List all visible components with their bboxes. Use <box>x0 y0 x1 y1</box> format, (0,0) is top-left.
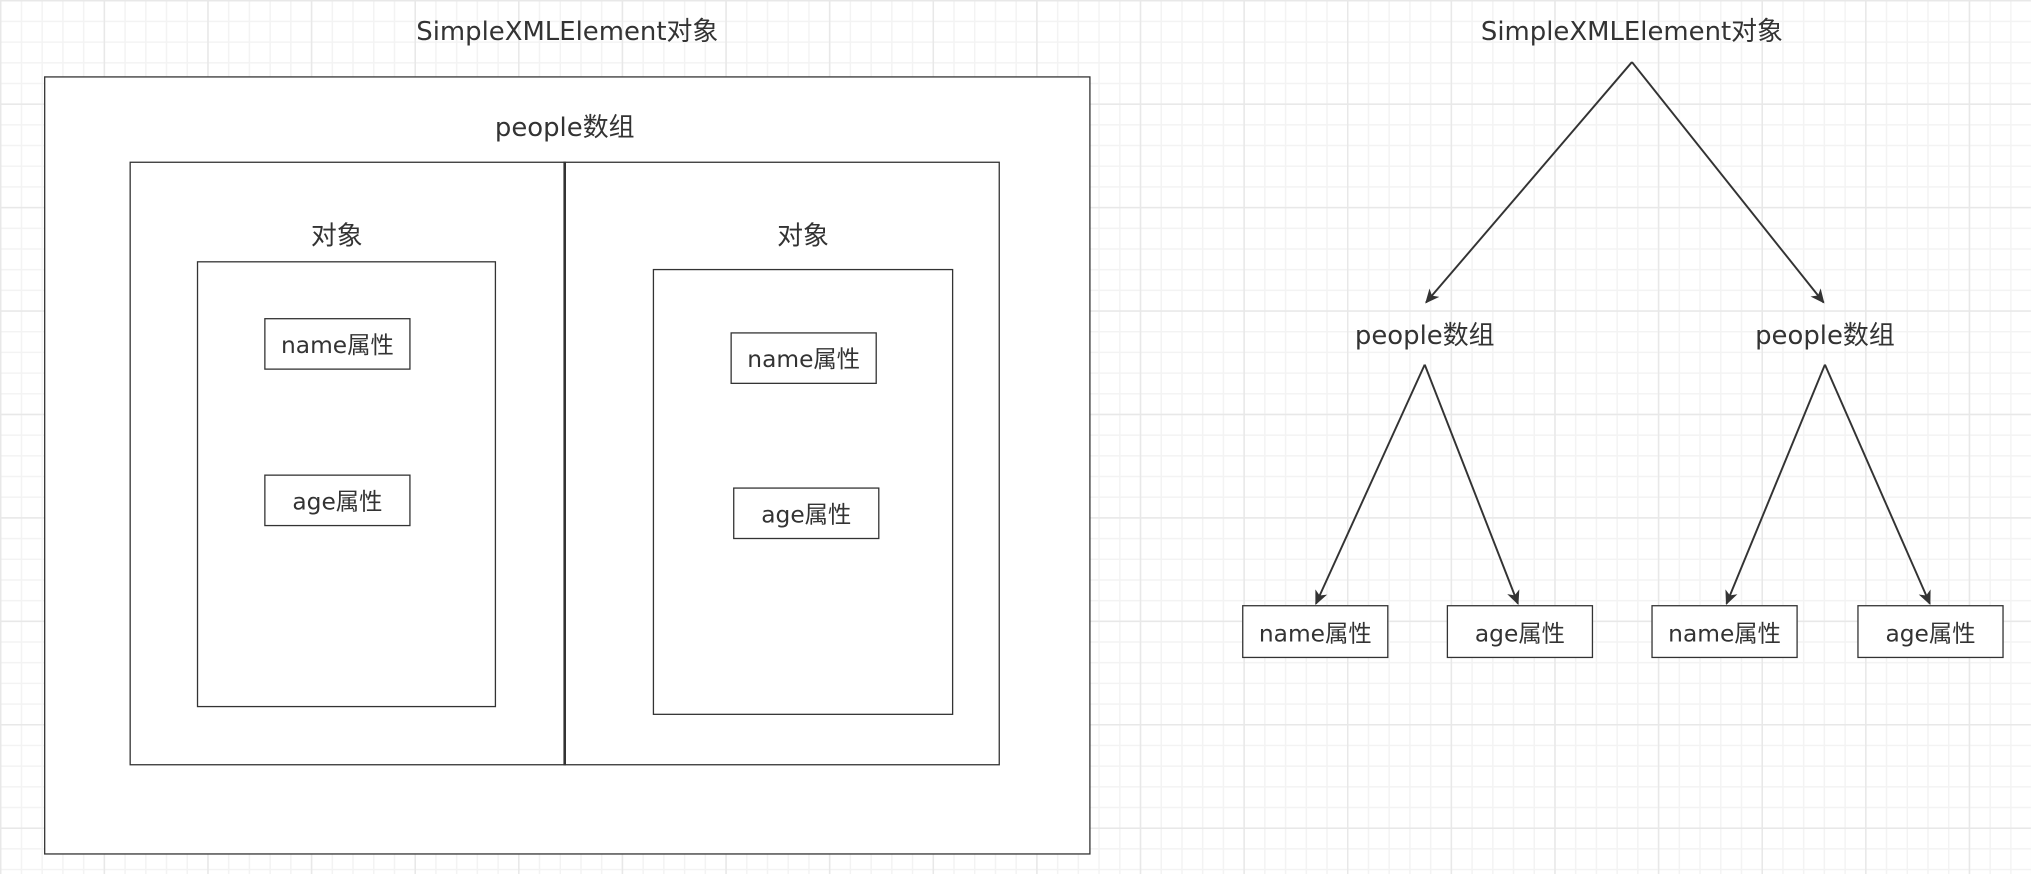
age-attribute-box: age属性 <box>733 487 880 540</box>
tree-root-label: SimpleXMLElement对象 <box>1480 15 1783 47</box>
tree-edge-array-2-to-age <box>1824 364 1931 605</box>
tree-edge-array-2-to-name <box>1725 364 1826 605</box>
tree-age-attribute-box: age属性 <box>1446 605 1594 659</box>
tree-edge-root-to-array-1 <box>1425 61 1633 304</box>
age-attribute-box: age属性 <box>264 474 411 527</box>
tree-name-attribute-box: name属性 <box>1651 605 1798 659</box>
name-attribute-box: name属性 <box>730 332 877 384</box>
object-label-1: 对象 <box>310 219 363 251</box>
nested-root-label: SimpleXMLElement对象 <box>416 15 719 47</box>
tree-age-attribute-box: age属性 <box>1857 605 2004 659</box>
array-divider <box>563 161 566 766</box>
name-attribute-box: name属性 <box>264 318 411 370</box>
tree-name-attribute-box: name属性 <box>1242 605 1389 659</box>
tree-edge-root-to-array-2 <box>1631 61 1825 304</box>
nested-array-label: people数组 <box>494 111 635 143</box>
object-label-2: 对象 <box>777 219 829 251</box>
tree-edge-array-1-to-name <box>1315 364 1426 605</box>
tree-edge-array-1-to-age <box>1423 364 1520 605</box>
tree-array-label-1: people数组 <box>1354 319 1495 351</box>
tree-array-label-2: people数组 <box>1755 319 1895 351</box>
